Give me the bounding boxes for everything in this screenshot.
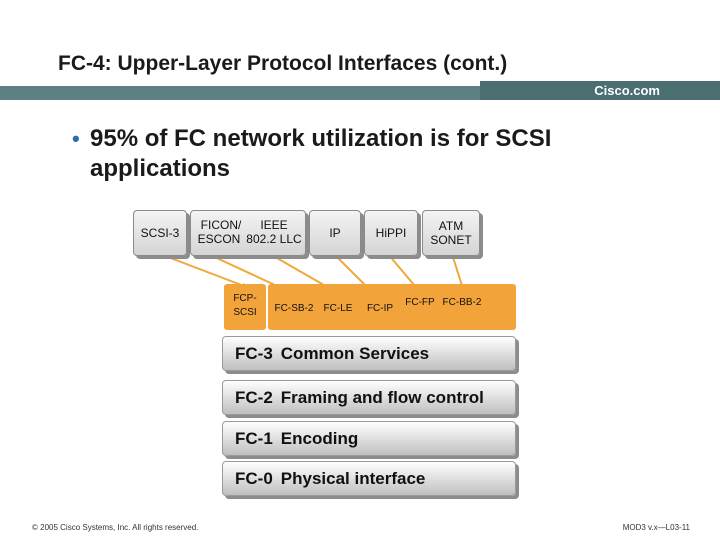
bullet-point: • 95% of FC network utilization is for S… xyxy=(72,124,672,184)
fc4-label-fcbb2: FC-BB-2 xyxy=(442,297,482,308)
protocol-box-atm: ATM SONET xyxy=(422,210,480,256)
protocol-box-scsi3: SCSI-3 xyxy=(133,210,187,256)
protocol-box-ip: IP xyxy=(309,210,361,256)
fc4-label-scsi: SCSI xyxy=(233,307,257,318)
fc4-label-fcsb2: FC-SB-2 xyxy=(274,303,314,314)
protocol-label-escon: ESCON xyxy=(197,232,241,246)
layer-fc3: FC-3 Common Services xyxy=(222,336,516,371)
layer-name: Physical interface xyxy=(280,468,426,488)
layer-fc2: FC-2 Framing and flow control xyxy=(222,380,516,415)
footer-copyright: © 2005 Cisco Systems, Inc. All rights re… xyxy=(32,523,199,532)
fc4-label-fcip: FC-IP xyxy=(366,303,394,314)
layer-fc0: FC-0 Physical interface xyxy=(222,461,516,496)
layer-name: Common Services xyxy=(280,343,430,363)
fc4-mapping-strip xyxy=(268,284,516,330)
protocol-label-sonet: SONET xyxy=(430,233,472,247)
fc4-label-fcfp: FC-FP xyxy=(405,297,435,308)
protocol-label-ip: IP xyxy=(329,226,341,240)
fc4-label-fcp: FCP- xyxy=(233,293,257,304)
fc4-mapping-fcp xyxy=(224,284,266,330)
layer-name: Encoding xyxy=(280,428,359,448)
link-scsi3-fcp xyxy=(159,253,245,287)
protocol-box-hippi: HiPPI xyxy=(364,210,418,256)
fc4-label-fcle: FC-LE xyxy=(323,303,353,314)
layer-code: FC-3 xyxy=(235,343,273,363)
protocol-label-llc: 802.2 LLC xyxy=(246,232,302,246)
protocol-label-ieee: IEEE xyxy=(260,218,288,232)
protocol-label-hippi: HiPPI xyxy=(375,226,407,240)
bullet-text: 95% of FC network utilization is for SCS… xyxy=(90,125,552,182)
header-bar-accent xyxy=(480,81,720,100)
bullet-icon: • xyxy=(72,126,80,151)
brand-label[interactable]: Cisco.com xyxy=(594,83,660,98)
protocol-box-ficon-ieee xyxy=(190,210,306,256)
layer-code: FC-2 xyxy=(235,387,273,407)
page-title: FC-4: Upper-Layer Protocol Interfaces (c… xyxy=(58,52,508,75)
layer-code: FC-0 xyxy=(235,468,273,488)
protocol-label-scsi3: SCSI-3 xyxy=(140,226,180,240)
protocol-label-ficon: FICON/ xyxy=(200,218,242,232)
protocol-label-atm: ATM xyxy=(438,219,464,233)
layer-fc1: FC-1 Encoding xyxy=(222,421,516,456)
footer-course-id: MOD3 v.x—L03-11 xyxy=(622,523,690,532)
layer-code: FC-1 xyxy=(235,428,273,448)
layer-name: Framing and flow control xyxy=(280,387,484,407)
